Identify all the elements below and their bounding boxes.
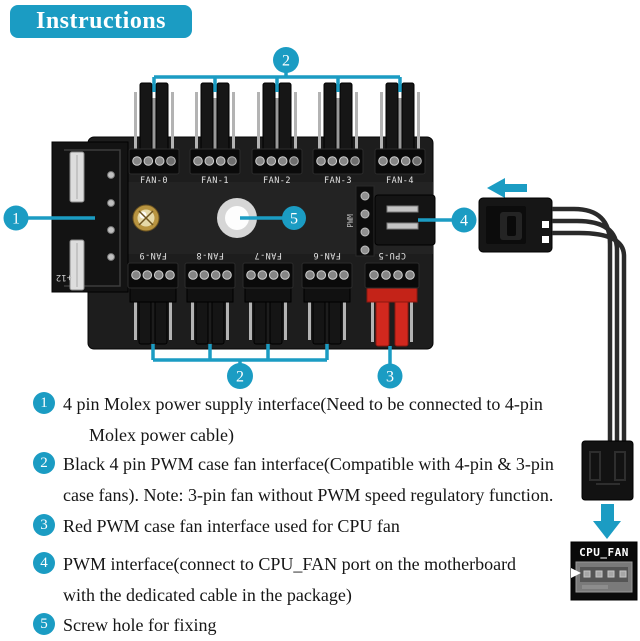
page-title: Instructions [35,8,167,34]
callout-2-top: 2 [273,47,299,73]
item-number-badge: 3 [33,514,55,536]
potentiometer [132,204,160,232]
cpu-fan-port-label: CPU_FAN [579,546,629,559]
svg-text:1: 1 [12,211,20,228]
fan-hub-board: +12 FAN-0 FAN-1 FAN-2 FAN-3 FAN-4 [51,82,436,350]
svg-text:2: 2 [236,369,244,386]
callout-lines [28,71,452,364]
item-text-line: case fans). Note: 3-pin fan without PWM … [63,485,554,505]
callout-4: 4 [451,207,477,233]
instructions-title-badge: Instructions [10,5,192,38]
callout-5: 5 [282,206,306,230]
power-12v-label: +12 [56,272,72,282]
cable-end-connector [581,440,634,501]
item-text-line: Red PWM case fan interface used for CPU … [63,516,400,536]
fan-label-1: FAN-1 [201,176,229,186]
cable-wires [552,206,627,441]
fan-label-0: FAN-0 [140,176,168,186]
item-text-line: Black 4 pin PWM case fan interface(Compa… [63,454,554,474]
cpu-5-label: CPU-5 [378,250,406,260]
fan-label-6: FAN-6 [313,250,341,260]
item-number-badge: 4 [33,552,55,574]
pwm-pin [386,222,419,230]
svg-text:4: 4 [460,213,468,230]
list-item: 2 Black 4 pin PWM case fan interface(Com… [33,449,554,511]
cable-connector-plug [478,197,553,253]
item-text-line: with the dedicated cable in the package) [63,585,352,605]
svg-text:5: 5 [290,211,298,228]
fan-label-7: FAN-7 [254,250,282,260]
fan-label-2: FAN-2 [263,176,291,186]
screw-hole [217,198,257,238]
svg-text:3: 3 [386,369,394,386]
fan-label-8: FAN-8 [196,250,224,260]
fan-label-9: FAN-9 [139,250,167,260]
top-fan-connectors: FAN-0 FAN-1 FAN-2 FAN-3 FAN-4 [128,82,426,186]
callout-2-bottom: 2 [227,363,253,389]
item-text-line: Molex power cable) [89,425,234,445]
down-arrow-icon [593,504,621,539]
pwm-pin [386,205,419,213]
item-text-line: PWM interface(connect to CPU_FAN port on… [63,554,517,574]
fan-label-3: FAN-3 [324,176,352,186]
item-text-line: Screw hole for fixing [63,615,217,635]
svg-text:2: 2 [282,53,290,70]
item-number-badge: 2 [33,452,55,474]
cpu-fan-port: CPU_FAN [570,541,638,601]
fan-label-4: FAN-4 [386,176,414,186]
pwm-cable-assembly: CPU_FAN [478,178,638,601]
list-item: 4 PWM interface(connect to CPU_FAN port … [33,549,516,611]
list-item: 1 4 pin Molex power supply interface(Nee… [33,389,543,451]
list-item: 3 Red PWM case fan interface used for CP… [33,511,400,542]
pwm-silkscreen-label: PWM [346,214,355,228]
item-text-line: 4 pin Molex power supply interface(Need … [63,394,543,414]
list-item: 5 Screw hole for fixing [33,610,216,641]
left-arrow-icon [487,178,527,198]
item-number-badge: 1 [33,392,55,414]
pwm-interface: PWM [346,185,436,257]
callout-3: 3 [377,363,403,389]
item-number-badge: 5 [33,613,55,635]
callout-circles: 1 2 2 3 4 5 [3,47,477,389]
callout-1: 1 [3,205,29,231]
bottom-fan-connectors: FAN-9 FAN-8 FAN-7 FAN-6 CPU-5 [127,250,420,347]
